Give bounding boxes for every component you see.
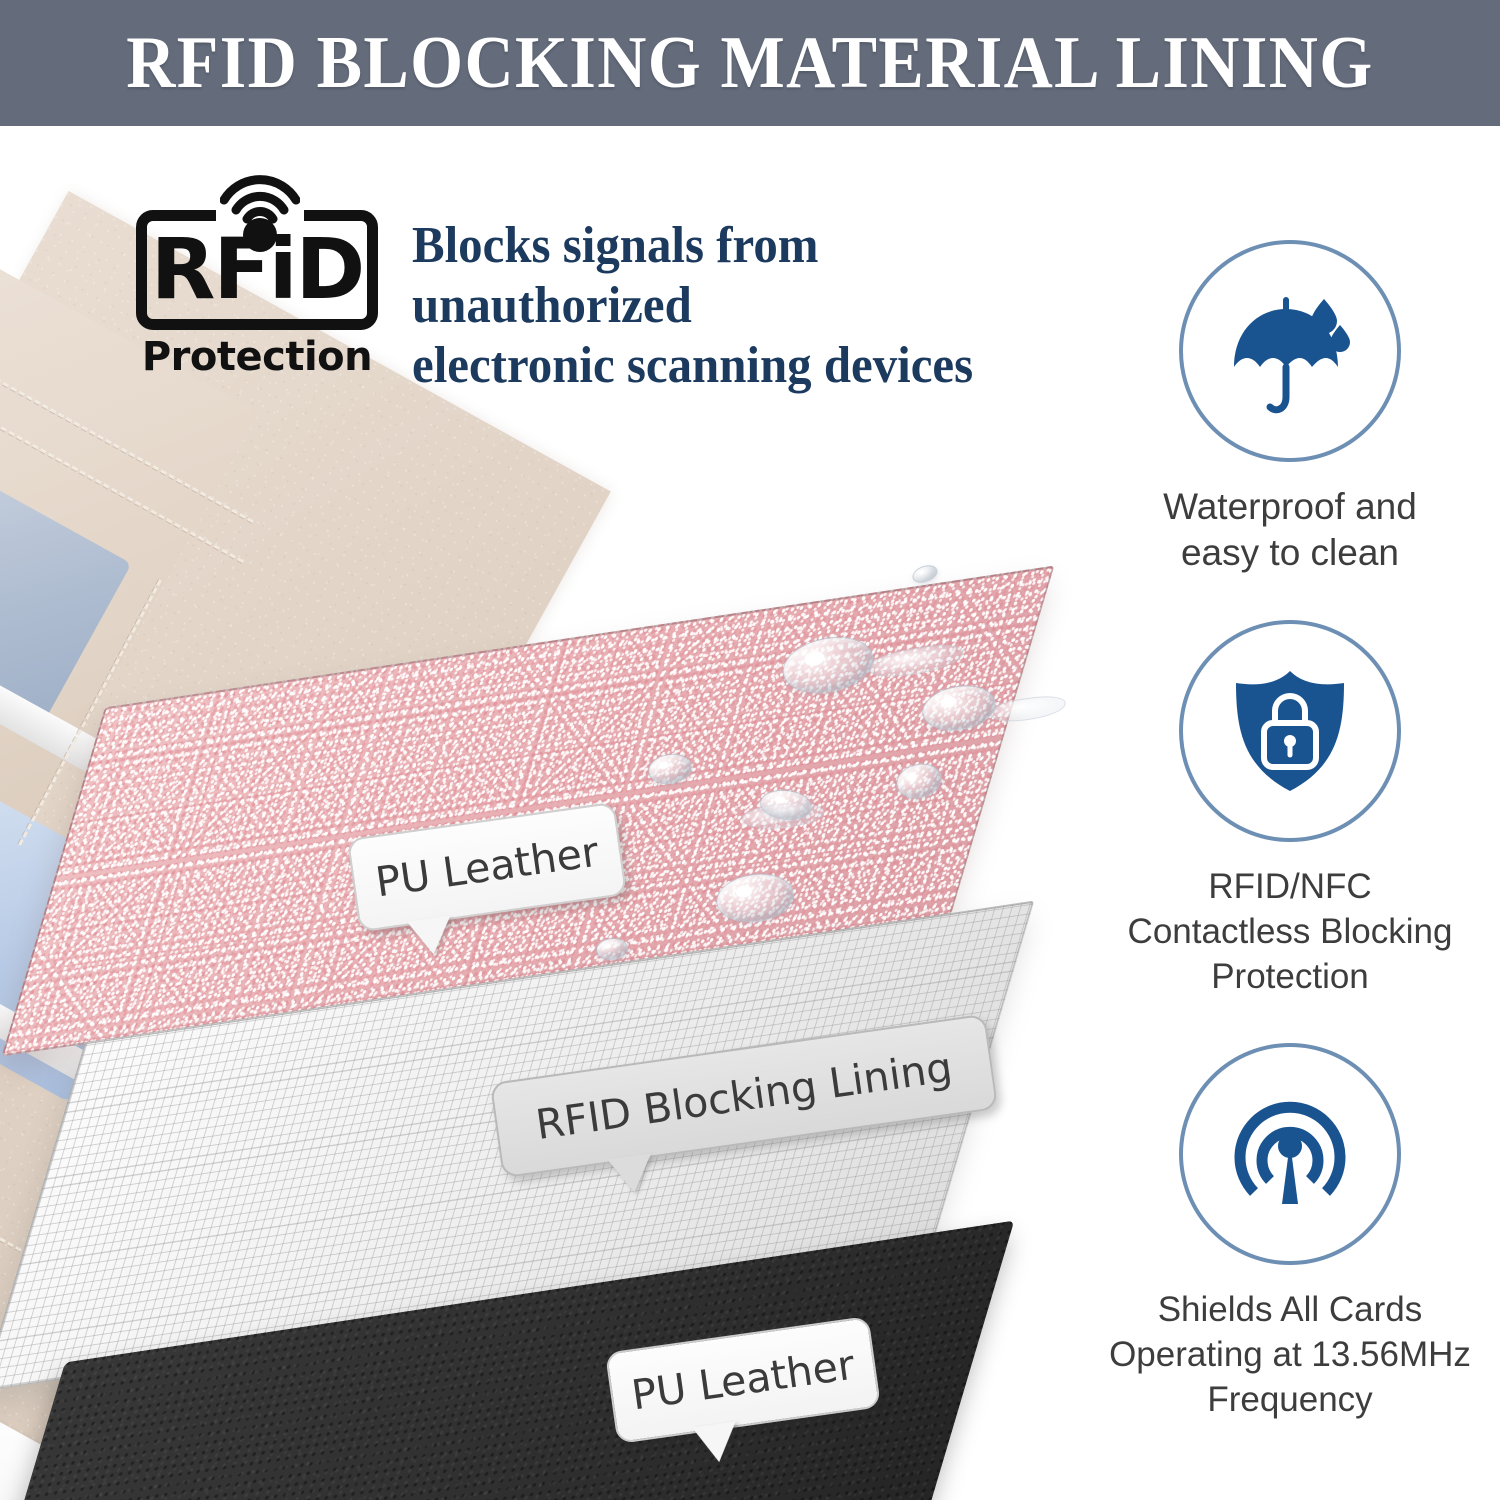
callout-tail — [692, 1421, 741, 1466]
feature-waterproof: Waterproof and easy to clean — [1090, 240, 1490, 576]
header-bar: RFID BLOCKING MATERIAL LINING — [0, 0, 1500, 126]
feature-icon-ring — [1179, 620, 1401, 842]
feature-caption: RFID/NFC Contactless Blocking Protection — [1127, 867, 1453, 996]
rfid-signal-tower-icon — [1234, 1101, 1346, 1204]
page-title: RFID BLOCKING MATERIAL LINING — [126, 22, 1374, 104]
callout-tail — [607, 1153, 657, 1196]
shield-lock-icon — [1236, 671, 1344, 791]
callout-tail — [406, 915, 456, 958]
signal-dot-icon — [243, 218, 277, 252]
callout-label: PU Leather — [628, 1340, 858, 1420]
feature-list: Waterproof and easy to clean RFID/NFC Co… — [1090, 240, 1490, 1466]
signal-waves-icon — [220, 175, 300, 224]
rfid-logo-subtext: Protection — [141, 334, 373, 380]
headline: Blocks signals from unauthorized electro… — [412, 216, 1098, 396]
feature-caption: Waterproof and easy to clean — [1163, 486, 1417, 573]
feature-icon-ring — [1179, 1043, 1401, 1265]
headline-line-2: electronic scanning devices — [412, 337, 974, 394]
callout-label: PU Leather — [372, 827, 602, 907]
feature-rfid-nfc-blocking: RFID/NFC Contactless Blocking Protection — [1090, 620, 1490, 999]
feature-caption: Shields All Cards Operating at 13.56MHz … — [1109, 1290, 1471, 1419]
feature-icon-ring — [1179, 240, 1401, 462]
umbrella-raindrops-icon — [1234, 297, 1350, 414]
feature-shields-all-cards: Shields All Cards Operating at 13.56MHz … — [1090, 1043, 1490, 1422]
headline-line-1: Blocks signals from unauthorized — [412, 217, 819, 334]
rfid-protection-logo: RFiD Protection — [132, 156, 382, 380]
